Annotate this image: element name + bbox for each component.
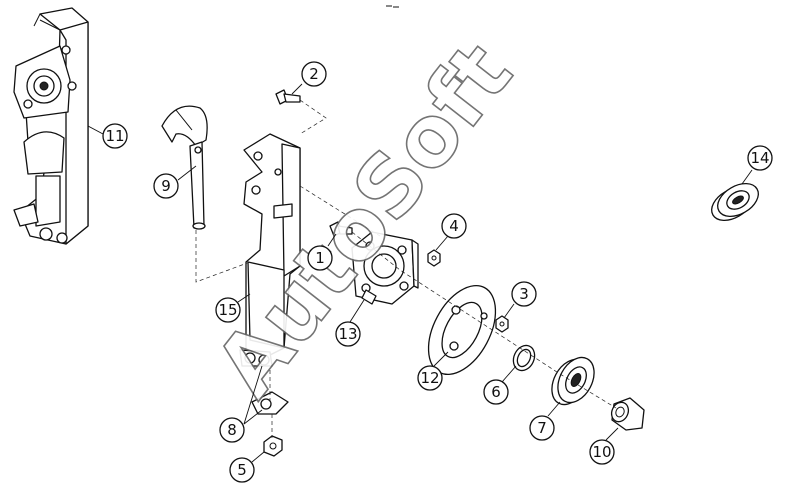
svg-text:1: 1 (315, 249, 325, 267)
part-8-bracket-tab (251, 391, 289, 415)
callout-1: 1 (307, 233, 337, 271)
callout-2: 2 (291, 61, 327, 95)
svg-text:10: 10 (592, 443, 611, 461)
watermark: AutoSoft (196, 24, 532, 415)
callout-7: 7 (529, 401, 561, 441)
part-11-bracket-assembly (13, 7, 89, 245)
callout-11: 11 (87, 123, 128, 149)
watermark-text: AutoSoft (197, 25, 531, 414)
svg-text:5: 5 (237, 461, 247, 479)
part-5-nut (263, 435, 283, 457)
part-4-nut (427, 249, 441, 267)
callout-5: 5 (229, 451, 265, 483)
callout-8: 8 (219, 365, 263, 443)
part-13-flange-plate (351, 231, 419, 305)
callouts: 2 11 9 14 4 1 (87, 61, 773, 483)
callout-13: 13 (335, 299, 365, 347)
part-6-snap-ring (512, 344, 536, 372)
svg-text:3: 3 (519, 285, 529, 303)
part-15-lever-bracket (239, 133, 301, 367)
part-3-nut (495, 315, 509, 333)
svg-text:11: 11 (105, 127, 124, 145)
part-14-bearing (711, 182, 759, 222)
svg-text:4: 4 (449, 217, 459, 235)
part-1-bolt (329, 221, 353, 237)
part-10-bushing (610, 397, 645, 431)
callout-4: 4 (435, 213, 467, 251)
callout-14: 14 (741, 145, 773, 185)
svg-text:12: 12 (420, 369, 439, 387)
part-9-handle-lever (161, 105, 208, 230)
svg-text:7: 7 (537, 419, 547, 437)
svg-text:9: 9 (161, 177, 171, 195)
callout-12: 12 (417, 351, 449, 391)
part-12-ring-plate (427, 284, 497, 376)
assembly-axes (195, 99, 617, 438)
top-mark (386, 5, 399, 8)
svg-text:8: 8 (227, 421, 237, 439)
callout-10: 10 (589, 427, 619, 465)
svg-text:14: 14 (750, 149, 769, 167)
part-7-bearing (551, 356, 595, 406)
callout-6: 6 (483, 365, 517, 405)
part-2-bolt (275, 89, 301, 105)
callout-9: 9 (153, 165, 197, 199)
svg-text:2: 2 (309, 65, 319, 83)
svg-text:13: 13 (338, 325, 357, 343)
callout-3: 3 (503, 281, 537, 319)
svg-text:6: 6 (491, 383, 501, 401)
svg-text:15: 15 (218, 301, 237, 319)
callout-15: 15 (215, 293, 251, 323)
